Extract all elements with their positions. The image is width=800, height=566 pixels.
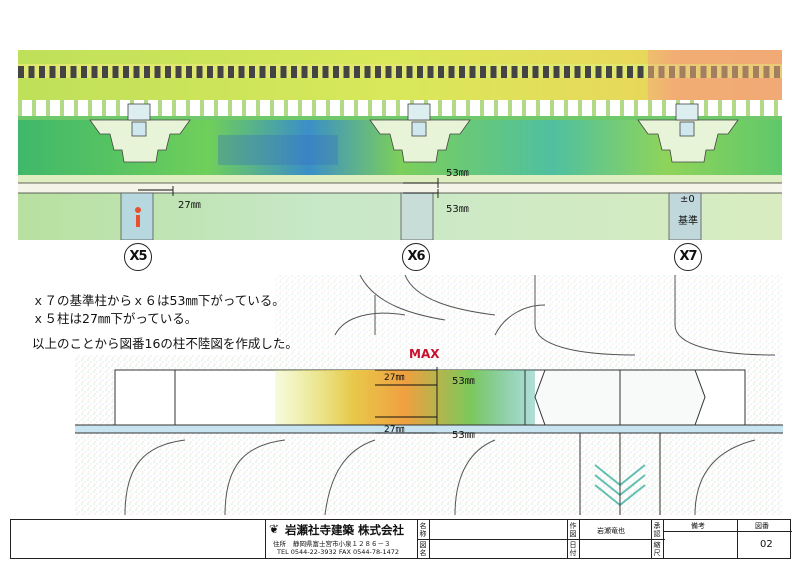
axis-mark-x5: X5: [124, 243, 152, 271]
axis-mark-x6: X6: [402, 243, 430, 271]
remarks-label: 備考: [691, 522, 705, 530]
company-address: 静岡県富士宮市小泉１２８６－３: [293, 540, 391, 548]
dim-x6-lower: 53㎜: [446, 204, 469, 215]
dim-x5-drop: 27㎜: [178, 200, 201, 211]
field-date-label: 日付: [569, 541, 577, 557]
max-label: MAX: [409, 347, 440, 361]
dim-bottom-right-upper: 53㎜: [452, 376, 475, 387]
dim-bottom-left-upper: 27㎜: [384, 373, 405, 383]
company-tel-fax: TEL 0544-22-3932 FAX 0544-78-1472: [277, 548, 400, 556]
note-line-3: 以上のことから図番16の柱不陸図を作成した。: [32, 336, 298, 351]
address-label: 住所: [273, 540, 286, 548]
dim-x6-upper: 53㎜: [446, 168, 469, 179]
dim-bottom-left-lower: 27㎜: [384, 425, 405, 435]
note-line-1: ｘ７の基準柱からｘ６は53㎜下がっている。: [32, 293, 285, 308]
drawn-by-value: 岩瀬竜也: [597, 527, 625, 535]
field-name-label: 名称: [419, 522, 427, 538]
axis-mark-x7: X7: [674, 243, 702, 271]
scan-plan-image: [75, 275, 783, 515]
sheet-number-value: 02: [760, 539, 773, 550]
sheet-number-label: 図番: [755, 522, 769, 530]
field-drawn-by-label: 作図: [569, 522, 577, 538]
scan-elevation-image: [18, 50, 782, 240]
field-scale-label: 縮尺: [653, 541, 661, 557]
company-logo-icon: ❦: [269, 522, 280, 536]
field-drawing-name-label: 図名: [419, 541, 427, 557]
field-approval-label: 承認: [653, 522, 661, 538]
dim-x7-level: ±0: [680, 194, 695, 205]
title-block: ❦ 岩瀬社寺建築 株式会社 住所 静岡県富士宮市小泉１２８６－３ TEL 054…: [10, 519, 792, 559]
company-name: 岩瀬社寺建築 株式会社: [285, 523, 405, 537]
dim-bottom-right-lower: 53㎜: [452, 430, 475, 441]
note-line-2: ｘ５柱は27㎜下がっている。: [32, 311, 198, 326]
dim-x7-datum-label: 基準: [678, 216, 698, 227]
